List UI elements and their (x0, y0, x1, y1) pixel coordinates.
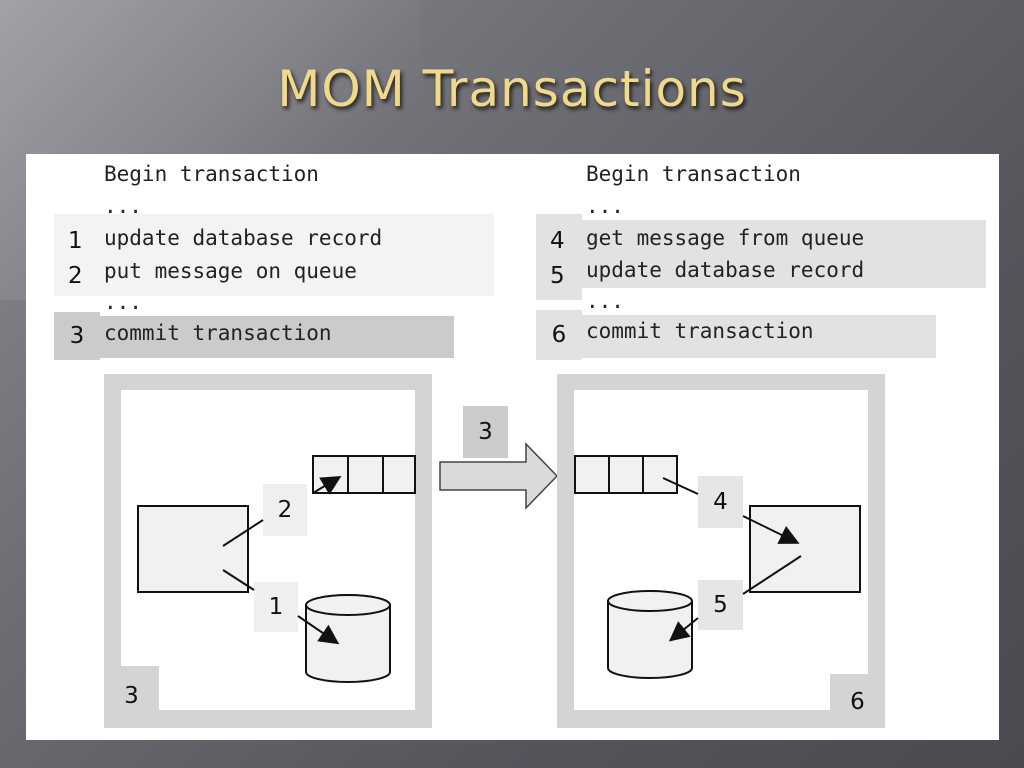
right-queue-cell-3 (642, 455, 678, 494)
right-code-step-4: get message from queue (586, 226, 865, 250)
transfer-label-bg (463, 406, 508, 458)
left-code-begin: Begin transaction (104, 162, 319, 186)
right-line-from-app (742, 555, 802, 595)
left-label-2-bg (263, 484, 307, 536)
transfer-label: 3 (478, 419, 493, 445)
right-corner-label-bg (830, 674, 885, 728)
left-arrow-update (297, 615, 340, 645)
right-line-from-queue (662, 477, 699, 495)
diagram-panel: 1 2 3 Begin transaction ... update datab… (26, 154, 999, 740)
left-highlight-steps-1-2 (54, 214, 494, 296)
right-label-get: 4 (713, 489, 728, 515)
right-code-step-5: update database record (586, 258, 865, 282)
left-line-to-put (222, 519, 264, 547)
left-step-badge-1-2 (54, 214, 100, 296)
left-corner-label-bg (104, 666, 159, 728)
left-step-number-1: 1 (68, 228, 83, 254)
right-step-badge-6: 6 (536, 310, 582, 360)
left-highlight-step-3 (54, 316, 454, 358)
left-label-1-bg (254, 582, 298, 632)
left-code-step-1: update database record (104, 226, 383, 250)
right-queue-cell-2 (608, 455, 644, 494)
left-code-step-2: put message on queue (104, 259, 357, 283)
right-label-5-bg (698, 580, 743, 630)
right-label-4-bg (698, 476, 743, 528)
right-step-number-5: 5 (550, 263, 565, 289)
right-label-commit: 6 (850, 689, 865, 715)
right-highlight-step-6 (582, 315, 936, 358)
left-database-icon (305, 594, 391, 683)
right-label-update: 5 (713, 592, 728, 618)
left-step-badge-3: 3 (54, 312, 100, 360)
left-application-box (137, 505, 249, 593)
left-queue-cell-2 (347, 455, 384, 494)
right-step-badge-4-5 (536, 214, 582, 300)
right-code-begin: Begin transaction (586, 162, 801, 186)
left-queue-cell-1 (312, 455, 349, 494)
left-label-update: 1 (268, 594, 284, 620)
right-arrow-get (742, 515, 800, 544)
right-arrow-update (668, 617, 699, 642)
left-queue-cell-3 (382, 455, 416, 494)
right-queue-cell-1 (574, 455, 610, 494)
left-step-number-2: 2 (68, 263, 83, 289)
left-code-step-3: commit transaction (104, 321, 332, 345)
right-database-icon (607, 590, 693, 679)
left-arrow-put (312, 475, 342, 495)
left-code-ellipsis-mid: ... (104, 290, 142, 314)
slide-title: MOM Transactions (277, 60, 747, 118)
right-step-number-4: 4 (550, 228, 565, 254)
left-line-to-update (222, 569, 255, 591)
left-label-put: 2 (277, 497, 293, 523)
left-code-ellipsis-top: ... (104, 194, 142, 218)
left-label-commit: 3 (124, 683, 139, 709)
right-code-ellipsis-mid: ... (586, 289, 624, 313)
right-code-step-6: commit transaction (586, 319, 814, 343)
transfer-arrow (439, 442, 559, 510)
right-highlight-steps-4-5 (536, 220, 986, 288)
transaction-diagram (104, 374, 885, 728)
right-code-ellipsis-top: ... (586, 194, 624, 218)
